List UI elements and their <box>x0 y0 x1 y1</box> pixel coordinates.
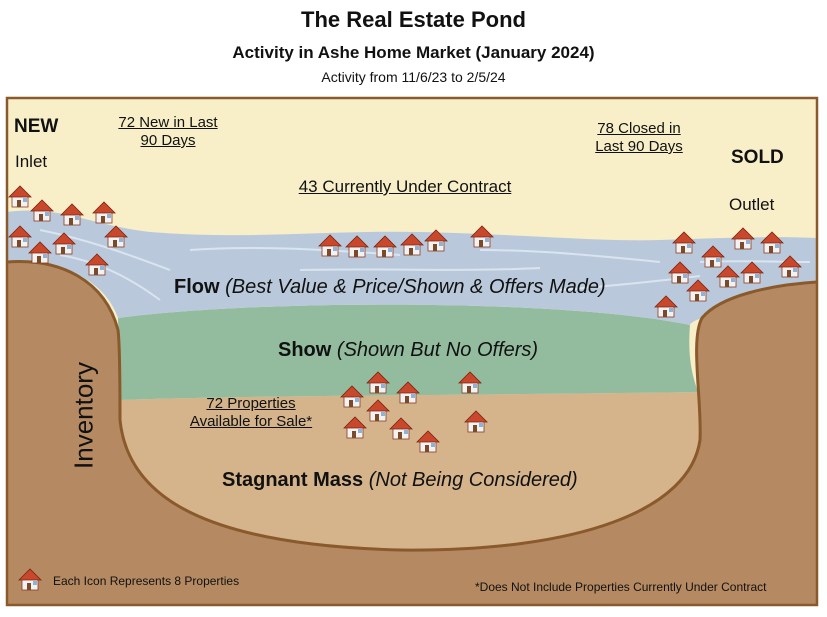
available-line2: Available for Sale* <box>189 413 313 430</box>
bank-outline <box>6 260 818 552</box>
closed-count-label: 78 Closed in Last 90 Days <box>585 120 693 156</box>
stagnant-desc: (Not Being Considered) <box>368 469 578 491</box>
legend-icon-label: Each Icon Represents 8 Properties <box>53 574 240 588</box>
flow-desc: (Best Value & Price/Shown & Offers Made) <box>225 276 606 298</box>
new-count-line1: 72 New in Last <box>118 114 218 131</box>
closed-count-line1: 78 Closed in <box>597 120 681 137</box>
inlet-label: Inlet <box>15 152 48 171</box>
available-line1: 72 Properties <box>206 395 296 412</box>
stagnant-zone-label: Stagnant Mass (Not Being Considered) <box>222 469 578 492</box>
new-heading: NEW <box>14 116 59 137</box>
show-desc: (Shown But No Offers) <box>336 339 539 361</box>
show-zone <box>118 304 698 400</box>
new-count-label: 72 New in Last 90 Days <box>110 114 226 150</box>
closed-count-line2: Last 90 Days <box>595 138 683 155</box>
date-range: Activity from 11/6/23 to 2/5/24 <box>321 69 506 85</box>
flow-streaks <box>39 229 811 301</box>
new-count-line2: 90 Days <box>140 132 196 149</box>
sold-heading: SOLD <box>731 147 784 168</box>
water-flow <box>7 210 817 325</box>
stagnant-name: Stagnant Mass <box>222 469 364 491</box>
flow-name: Flow <box>174 276 220 298</box>
stagnant-zone <box>120 392 700 551</box>
ground-banks <box>7 261 817 605</box>
diagram-frame <box>5 96 819 607</box>
show-zone-label: Show (Shown But No Offers) <box>278 339 538 362</box>
inventory-label: Inventory <box>68 362 99 469</box>
show-name: Show <box>278 339 332 361</box>
footnote: *Does Not Include Properties Currently U… <box>475 580 767 594</box>
available-label: 72 Properties Available for Sale* <box>180 395 322 431</box>
contract-label: 43 Currently Under Contract <box>298 177 512 196</box>
page-title: The Real Estate Pond <box>301 7 526 32</box>
page-subtitle: Activity in Ashe Home Market (January 20… <box>232 43 595 62</box>
flow-zone-label: Flow (Best Value & Price/Shown & Offers … <box>174 276 606 299</box>
outlet-label: Outlet <box>729 195 775 214</box>
